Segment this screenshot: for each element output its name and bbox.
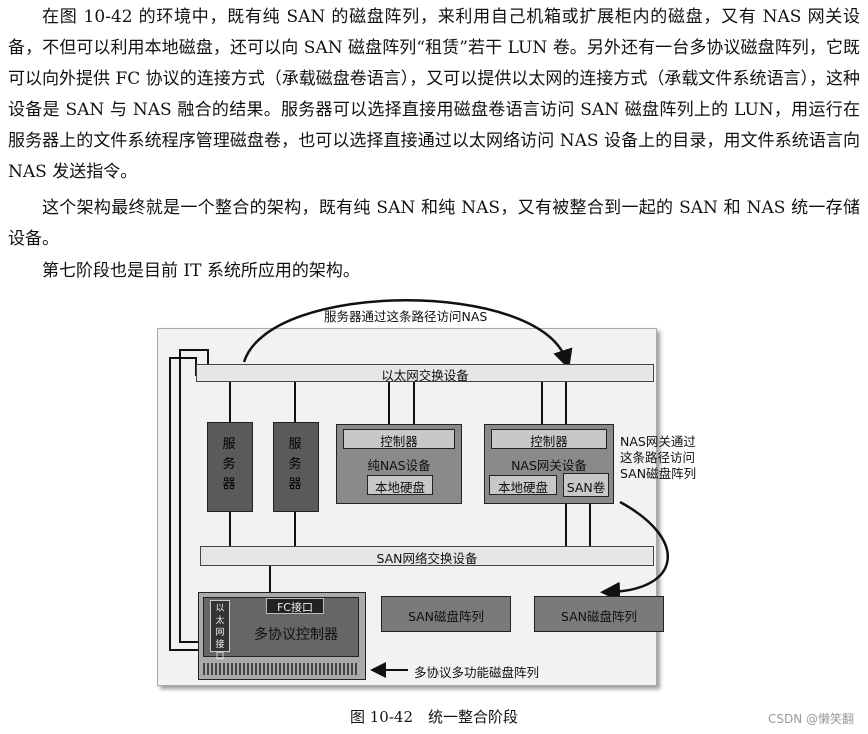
local-disk-2-label: 本地硬盘	[497, 480, 548, 495]
ethernet-switch-label: 以太网交换设备	[381, 368, 469, 383]
ethernet-port: 以太网接口	[210, 600, 230, 662]
watermark: CSDN @懒笑翻	[767, 712, 854, 726]
nas-gateway-note-line-1: NAS网关通过	[620, 434, 696, 449]
controller-1: 控制器	[343, 429, 455, 449]
nas-access-path	[242, 299, 573, 370]
multi-protocol-controller: 以太网接口 FC接口 多协议控制器	[203, 597, 359, 662]
unified-storage-diagram: 服务器通过这条路径访问NAS 以太网交换设备 服务器 服务器 控制器 纯NAS设…	[0, 290, 868, 704]
san-switch: SAN网络交换设备	[200, 546, 654, 566]
multi-array-note: 多协议多功能磁盘阵列	[414, 665, 540, 680]
controller-1-label: 控制器	[380, 434, 418, 449]
server-1-label: 服务器	[222, 437, 236, 492]
disk-slots	[203, 663, 359, 675]
paragraph-1: 在图 10-42 的环境中，既有纯 SAN 的磁盘阵列，来利用自己机箱或扩展柜内…	[8, 7, 860, 182]
server-1: 服务器	[207, 422, 253, 512]
multi-controller-label: 多协议控制器	[254, 627, 338, 643]
fc-port-label: FC接口	[276, 601, 313, 614]
san-volume: SAN卷	[563, 473, 609, 497]
server-2-label: 服务器	[288, 437, 302, 492]
controller-2-label: 控制器	[530, 434, 568, 449]
paragraph-2: 这个架构最终就是一个整合的架构，既有纯 SAN 和纯 NAS，又有被整合到一起的…	[8, 198, 860, 249]
san-array-2-label: SAN磁盘阵列	[560, 609, 638, 624]
paragraph-3: 第七阶段也是目前 IT 系统所应用的架构。	[42, 261, 360, 281]
local-disk-1-label: 本地硬盘	[374, 480, 425, 495]
multi-protocol-array: 以太网接口 FC接口 多协议控制器	[198, 592, 366, 680]
fc-port: FC接口	[266, 598, 324, 614]
controller-2: 控制器	[491, 429, 607, 449]
san-volume-label: SAN卷	[566, 480, 606, 495]
nas-gateway-note-line-3: SAN磁盘阵列	[620, 466, 697, 481]
nas-gateway-note-line-2: 这条路径访问	[620, 450, 696, 465]
nas-gateway-device: 控制器 NAS网关设备 本地硬盘 SAN卷	[484, 424, 614, 504]
figure-caption: 图 10-42 统一整合阶段	[349, 708, 518, 726]
nas-gateway-note: NAS网关通过 这条路径访问 SAN磁盘阵列	[620, 434, 696, 482]
san-array-2: SAN磁盘阵列	[534, 596, 664, 632]
gateway-san-path	[600, 500, 670, 602]
nas-gateway-label: NAS网关设备	[511, 458, 587, 473]
local-disk-1: 本地硬盘	[367, 475, 433, 495]
pure-nas-label: 纯NAS设备	[367, 458, 431, 473]
server-2: 服务器	[273, 422, 319, 512]
san-switch-label: SAN网络交换设备	[376, 551, 478, 566]
ethernet-switch: 以太网交换设备	[196, 364, 654, 383]
arc-label: 服务器通过这条路径访问NAS	[324, 309, 488, 324]
pure-nas-device: 控制器 纯NAS设备 本地硬盘	[336, 424, 462, 504]
san-array-1-label: SAN磁盘阵列	[407, 609, 485, 624]
connection-lines	[169, 299, 670, 678]
local-disk-2: 本地硬盘	[489, 475, 557, 495]
san-array-1: SAN磁盘阵列	[381, 596, 511, 632]
ethernet-port-label: 以太网接口	[215, 604, 225, 662]
